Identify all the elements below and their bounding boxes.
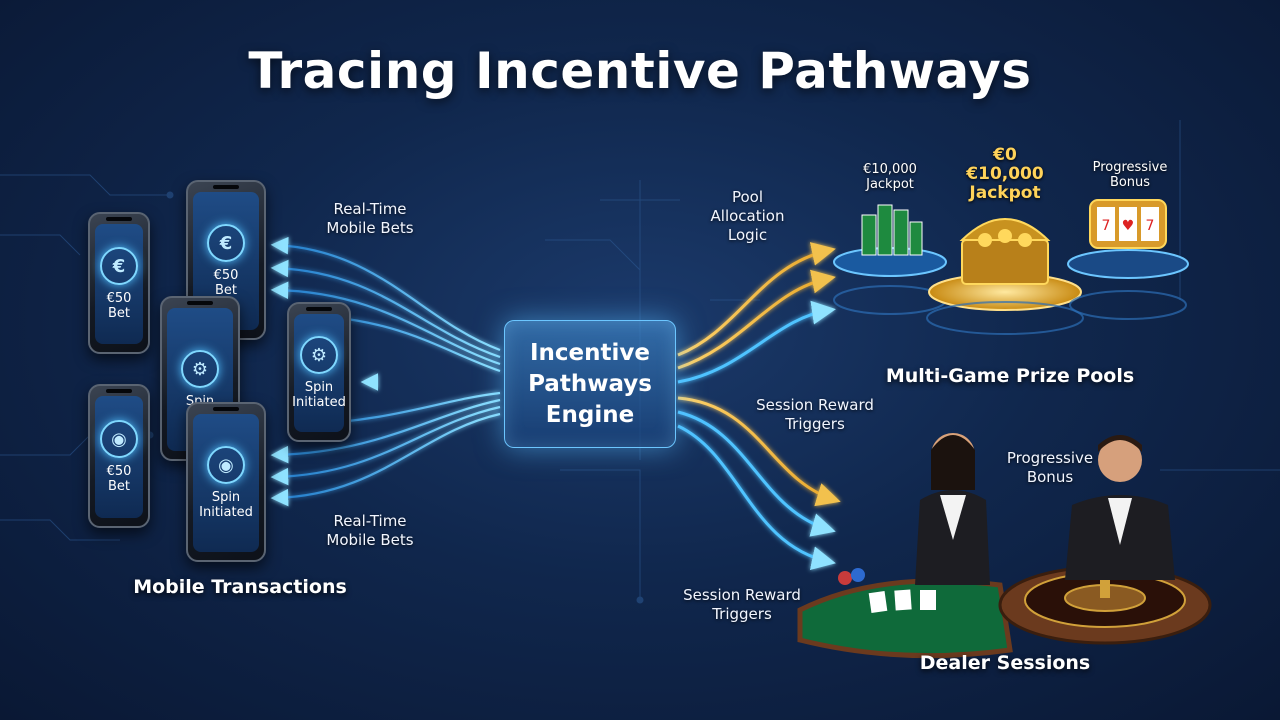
phone-text: €50 Bet (106, 291, 132, 321)
phone-notch (106, 389, 132, 393)
slot-machine-icon: ⚙ (181, 350, 219, 388)
slot-machine-icon: ⚙ (300, 336, 338, 374)
pool-label-main-jackpot: €0 €10,000 Jackpot (966, 145, 1044, 203)
phone-screen: ⚙ Spin Initiated (292, 314, 346, 432)
pool-label-jackpot: €10,000 Jackpot (863, 162, 917, 192)
phone-screen: € €50 Bet (95, 224, 143, 344)
incentive-engine-box: Incentive Pathways Engine (504, 320, 676, 448)
euro-coin-icon: € (100, 247, 138, 285)
session-reward-flows (677, 396, 841, 570)
engine-label: Incentive Pathways Engine (528, 339, 652, 428)
phone-text: Spin Initiated (292, 380, 346, 410)
flow-label-session-rewards-bottom: Session Reward Triggers (683, 586, 801, 623)
svg-text:7: 7 (1146, 218, 1155, 234)
dealer-male (1065, 435, 1175, 580)
section-label-mobile-transactions: Mobile Transactions (133, 576, 347, 598)
phone-screen: ◉ Spin Initiated (193, 414, 259, 552)
phone-2: € €50 Bet (186, 180, 266, 340)
phone-text: €50 Bet (213, 268, 239, 298)
phone-4: ⚙ Spin Initiated (287, 302, 351, 442)
circuit-traces (0, 120, 1280, 604)
section-label-prize-pools: Multi-Game Prize Pools (885, 365, 1135, 387)
svg-text:♥: ♥ (1122, 218, 1135, 234)
phone-6: ◉ Spin Initiated (186, 402, 266, 562)
dealer-female (915, 433, 990, 585)
phone-screen: ◉ €50 Bet (95, 396, 143, 518)
flow-label-pool-allocation: Pool Allocation Logic (710, 188, 785, 244)
page-title: Tracing Incentive Pathways (248, 42, 1032, 100)
phone-notch (106, 217, 132, 221)
phone-text: Spin Initiated (199, 490, 253, 520)
pool-pedestal-left (833, 204, 947, 315)
phone-5: ◉ €50 Bet (88, 384, 150, 528)
poker-chip-icon: ◉ (100, 420, 138, 458)
pool-label-progressive-bonus: Progressive Bonus (1092, 160, 1168, 190)
flow-label-session-rewards-top: Session Reward Triggers (756, 396, 874, 433)
dealer-callout-progressive-bonus: Progressive Bonus (1006, 449, 1094, 486)
phone-1: € €50 Bet (88, 212, 150, 354)
pool-allocation-flows (677, 242, 836, 384)
flow-label-mobile-bets-top: Real-Time Mobile Bets (326, 200, 414, 237)
blackjack-table (797, 568, 1013, 659)
pool-pedestal-center (926, 218, 1084, 335)
phone-notch (213, 407, 239, 411)
phone-notch (187, 301, 213, 305)
phone-notch (213, 185, 239, 189)
flow-label-mobile-bets-bottom: Real-Time Mobile Bets (326, 512, 414, 549)
euro-coin-icon: € (207, 224, 245, 262)
svg-text:7: 7 (1102, 218, 1111, 234)
roulette-wheel (998, 560, 1212, 645)
phone-text: €50 Bet (106, 464, 132, 494)
section-label-dealer-sessions: Dealer Sessions (919, 652, 1091, 674)
phone-notch (306, 307, 332, 311)
pool-pedestal-right: 7 ♥ 7 (1067, 199, 1189, 320)
poker-chip-icon: ◉ (207, 446, 245, 484)
